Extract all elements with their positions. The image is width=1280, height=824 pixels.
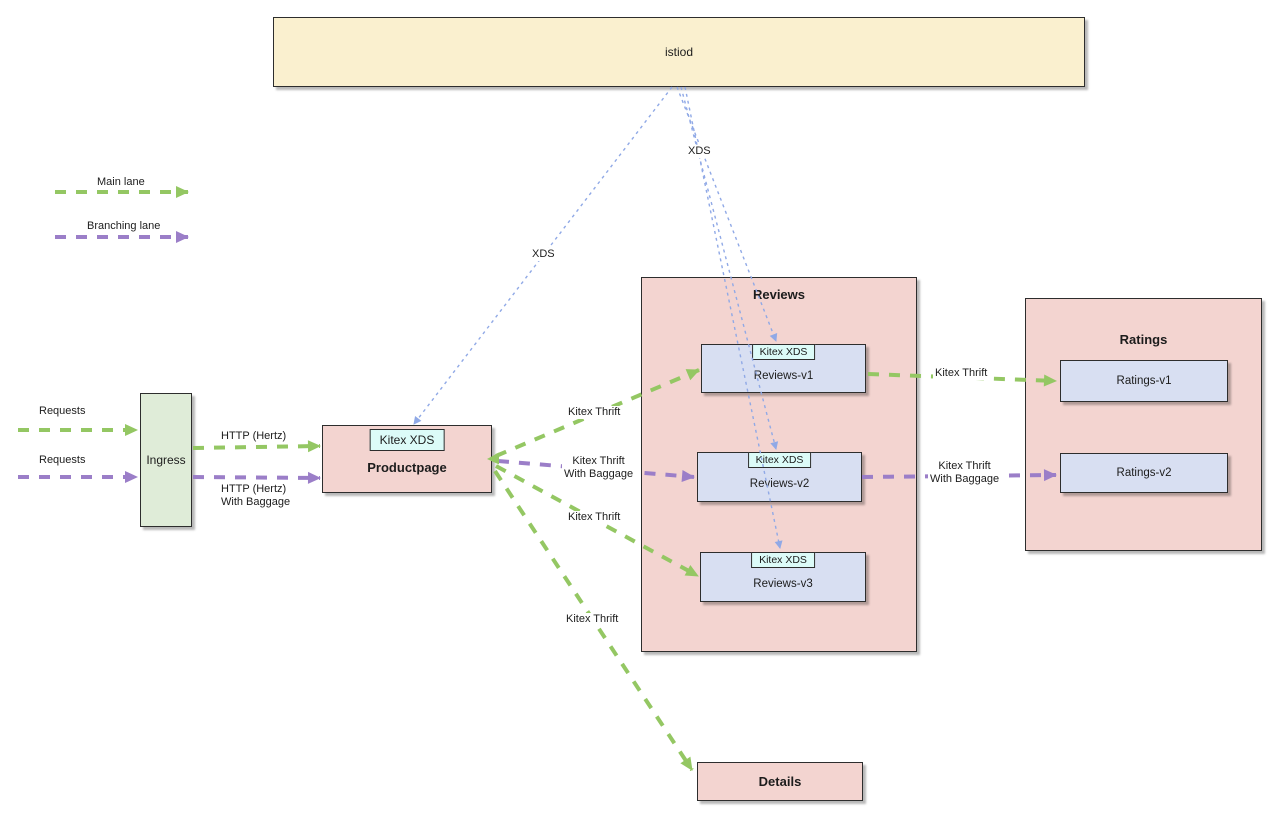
node-ingress-label: Ingress [146, 453, 186, 467]
node-ingress: Ingress [140, 393, 192, 527]
edge-label-productpage-reviews-v2-line2: With Baggage [564, 468, 634, 480]
sidecar-badge-reviews-v2: Kitex XDS [747, 452, 812, 468]
group-reviews-title: Reviews [752, 287, 806, 302]
node-istiod-label: istiod [664, 45, 693, 59]
edge-label-requests-branching: Requests [37, 454, 88, 467]
edge-label-xds-reviews: XDS [686, 145, 713, 158]
legend-branching-lane-label: Branching lane [85, 220, 163, 232]
edge-label-productpage-reviews-v1: Kitex Thrift [566, 406, 623, 419]
edge-label-http-hertz: HTTP (Hertz) [219, 430, 289, 443]
edge-label-reviews-v1-ratings-v1: Kitex Thrift [933, 367, 990, 380]
edge-label-requests-main: Requests [37, 405, 88, 418]
edge-label-productpage-reviews-v2: Kitex Thrift With Baggage [562, 455, 636, 481]
edge-ingress-productpage-main [192, 440, 321, 453]
edge-label-productpage-details: Kitex Thrift [564, 613, 621, 626]
edge-label-productpage-reviews-v3: Kitex Thrift [566, 511, 623, 524]
node-istiod: istiod [273, 17, 1085, 87]
edge-label-xds-productpage: XDS [530, 248, 557, 261]
edge-label-http-hertz-baggage: HTTP (Hertz) With Baggage [219, 483, 293, 509]
sidecar-badge-reviews-v3-label: Kitex XDS [759, 554, 807, 566]
sidecar-badge-reviews-v3: Kitex XDS [751, 552, 815, 568]
node-reviews-v1: Kitex XDS Reviews-v1 [701, 344, 866, 393]
edge-label-http-hertz-baggage-line1: HTTP (Hertz) [221, 483, 287, 495]
sidecar-badge-reviews-v1: Kitex XDS [751, 344, 816, 360]
node-ratings-v1: Ratings-v1 [1060, 360, 1228, 402]
node-ratings-v1-label: Ratings-v1 [1116, 375, 1172, 387]
sidecar-badge-reviews-v2-label: Kitex XDS [755, 454, 804, 466]
node-reviews-v3: Kitex XDS Reviews-v3 [700, 552, 866, 602]
sidecar-badge-productpage: Kitex XDS [369, 429, 445, 451]
node-reviews-v2-label: Reviews-v2 [749, 478, 810, 490]
edge-label-reviews-v2-ratings-v2: Kitex Thrift With Baggage [928, 460, 1002, 486]
node-details: Details [697, 762, 863, 801]
group-ratings-title: Ratings [1119, 332, 1168, 347]
edge-ingress-productpage-branching [192, 471, 321, 484]
node-reviews-v1-label: Reviews-v1 [753, 370, 814, 382]
node-ratings-v2: Ratings-v2 [1060, 453, 1228, 493]
group-ratings: Ratings [1025, 298, 1262, 551]
node-reviews-v3-label: Reviews-v3 [753, 578, 813, 590]
node-details-label: Details [758, 774, 802, 789]
legend-main-lane-label: Main lane [95, 176, 147, 188]
sidecar-badge-productpage-label: Kitex XDS [379, 433, 435, 447]
edge-label-productpage-reviews-v2-line1: Kitex Thrift [572, 455, 625, 467]
node-productpage: Kitex XDS Productpage [322, 425, 492, 493]
edge-label-reviews-v2-ratings-v2-line1: Kitex Thrift [938, 460, 991, 472]
edge-label-reviews-v2-ratings-v2-line2: With Baggage [930, 473, 1000, 485]
node-productpage-label: Productpage [367, 460, 447, 475]
node-ratings-v2-label: Ratings-v2 [1116, 467, 1172, 479]
edge-label-http-hertz-baggage-line2: With Baggage [221, 496, 291, 508]
node-reviews-v2: Kitex XDS Reviews-v2 [697, 452, 862, 502]
sidecar-badge-reviews-v1-label: Kitex XDS [759, 346, 808, 358]
